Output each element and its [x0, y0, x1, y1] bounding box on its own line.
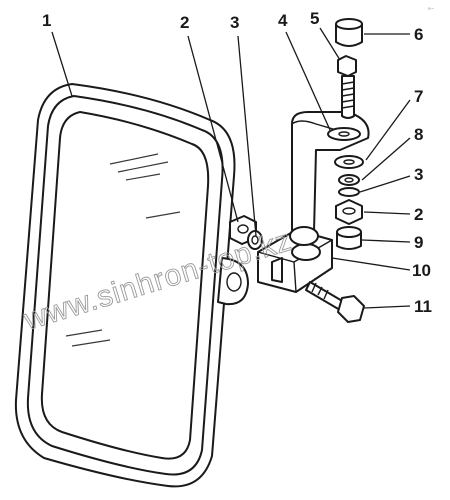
callout-2-right: 2	[414, 205, 423, 224]
callout-1: 1	[42, 11, 51, 30]
callout-11: 11	[414, 297, 432, 316]
callout-3-top: 3	[230, 13, 239, 32]
callout-2-top: 2	[180, 13, 189, 32]
washer-right	[338, 187, 360, 197]
callout-5: 5	[310, 9, 319, 28]
callout-9: 9	[414, 233, 423, 252]
callout-8: 8	[414, 125, 423, 144]
flat-washer	[334, 155, 364, 169]
cap	[335, 18, 363, 47]
callout-labels: 1 2 3 4 5 6 7 8 3 2 9 10 11	[42, 9, 432, 316]
bracket-arm	[289, 111, 370, 246]
bushing	[336, 226, 362, 250]
spring-washer	[338, 174, 360, 186]
callout-4: 4	[278, 11, 288, 30]
mirror-frame	[14, 83, 236, 488]
bolt-lower	[305, 281, 365, 323]
clamp-block	[257, 229, 333, 293]
nut-right	[335, 199, 363, 225]
mirror-glass	[40, 111, 210, 460]
bolt-top	[337, 55, 357, 119]
callout-10: 10	[412, 261, 431, 280]
corner-mark: ᵃ⁻	[428, 6, 435, 14]
mirror-mount-ear	[217, 257, 249, 306]
callout-7: 7	[414, 87, 423, 106]
glass-reflections	[65, 153, 181, 347]
callout-6: 6	[414, 25, 423, 44]
leader-lines	[51, 27, 411, 309]
callout-3-right: 3	[414, 165, 423, 184]
